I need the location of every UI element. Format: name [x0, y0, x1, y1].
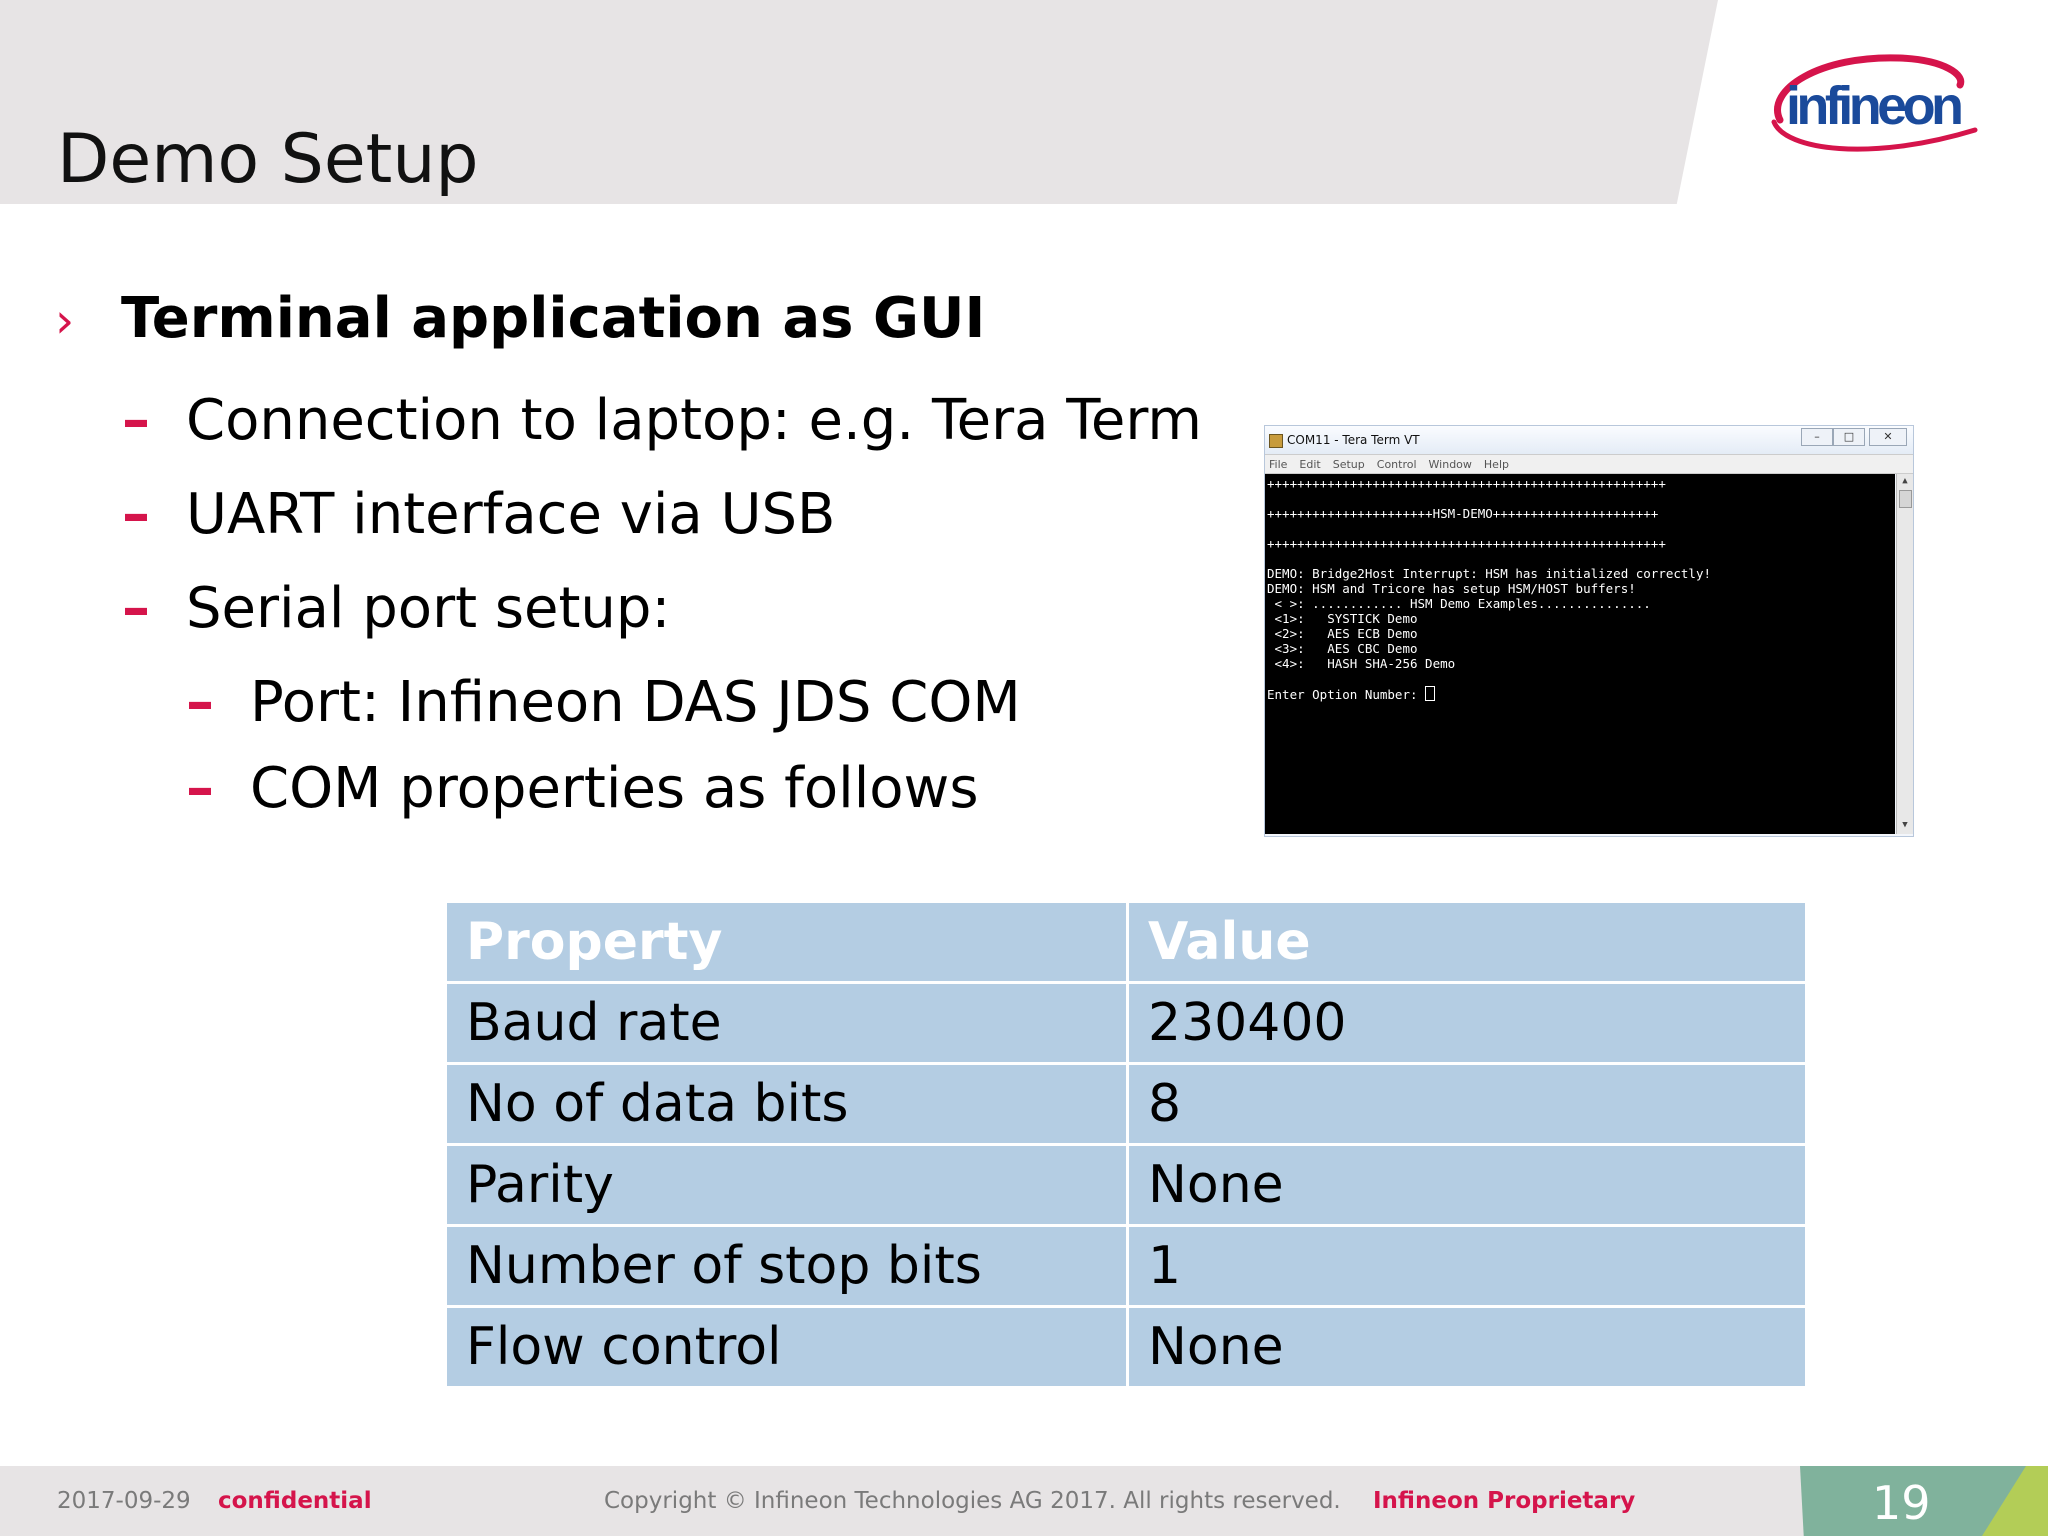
terminal-line: ++++++++++++++++++++++++++++++++++++++++…	[1267, 536, 1666, 551]
footer-band	[0, 1466, 2048, 1536]
page-number: 19	[1872, 1476, 1931, 1530]
table-header-row: Property Value	[447, 903, 1805, 981]
scroll-down-icon[interactable]: ▼	[1902, 820, 1908, 830]
terminal-titlebar: COM11 - Tera Term VT – □ ✕	[1265, 426, 1913, 454]
table-row: Baud rate 230400	[447, 984, 1805, 1062]
table-row: No of data bits 8	[447, 1065, 1805, 1143]
terminal-line: <4>: HASH SHA-256 Demo	[1267, 656, 1456, 671]
minimize-icon[interactable]: –	[1801, 428, 1833, 446]
com-properties-table: Property Value Baud rate 230400 No of da…	[444, 900, 1808, 1389]
terminal-line	[1267, 551, 1895, 566]
terminal-prompt: Enter Option Number:	[1267, 687, 1426, 702]
footer-confidential: confidential	[218, 1488, 372, 1514]
menu-window[interactable]: Window	[1428, 457, 1472, 471]
terminal-title: COM11 - Tera Term VT	[1287, 433, 1420, 447]
terminal-line: < >: ............ HSM Demo Examples.....…	[1267, 596, 1651, 611]
table-row: Flow control None	[447, 1308, 1805, 1386]
cell-value: None	[1129, 1308, 1805, 1386]
terminal-line: DEMO: Bridge2Host Interrupt: HSM has ini…	[1267, 566, 1712, 581]
footer-proprietary: Infineon Proprietary	[1373, 1488, 1636, 1514]
terminal-menubar: File Edit Setup Control Window Help	[1265, 454, 1913, 474]
bullet-item: –Connection to laptop: e.g. Tera Term	[122, 388, 1202, 453]
bullet-subitem: –Port: Infineon DAS JDS COM	[186, 670, 1021, 735]
terminal-line: <2>: AES ECB Demo	[1267, 626, 1418, 641]
cursor-icon	[1425, 686, 1436, 701]
bullet-item: –UART interface via USB	[122, 482, 835, 547]
dash-icon: –	[122, 482, 150, 547]
bullet-subitem: –COM properties as follows	[186, 756, 979, 821]
cell-property: Baud rate	[447, 984, 1126, 1062]
header-property: Property	[447, 903, 1126, 981]
terminal-line: <1>: SYSTICK Demo	[1267, 611, 1418, 626]
cell-value: 1	[1129, 1227, 1805, 1305]
scroll-up-icon[interactable]: ▲	[1902, 476, 1908, 486]
slide-title: Demo Setup	[57, 120, 479, 199]
menu-help[interactable]: Help	[1483, 457, 1509, 471]
terminal-scrollbar[interactable]: ▲ ▼	[1896, 474, 1913, 834]
bullet-subitem-text: COM properties as follows	[250, 756, 979, 821]
dash-icon: –	[186, 670, 214, 735]
bullet-subitem-text: Port: Infineon DAS JDS COM	[250, 670, 1021, 735]
footer-copyright: Copyright © Infineon Technologies AG 201…	[604, 1488, 1341, 1514]
cell-property: Number of stop bits	[447, 1227, 1126, 1305]
cell-value: 8	[1129, 1065, 1805, 1143]
terminal-line: ++++++++++++++++++++++++++++++++++++++++…	[1267, 476, 1666, 491]
cell-property: Parity	[447, 1146, 1126, 1224]
bullet-item-text: Connection to laptop: e.g. Tera Term	[186, 388, 1202, 453]
header-band	[0, 0, 1718, 204]
menu-file[interactable]: File	[1269, 457, 1288, 471]
menu-control[interactable]: Control	[1376, 457, 1417, 471]
terminal-line	[1267, 521, 1895, 536]
bullet-main-text: Terminal application as GUI	[121, 286, 986, 351]
bullet-main: › Terminal application as GUI	[55, 286, 985, 351]
terminal-line: DEMO: HSM and Tricore has setup HSM/HOST…	[1267, 581, 1636, 596]
table-row: Parity None	[447, 1146, 1805, 1224]
teraterm-icon	[1269, 434, 1283, 448]
scroll-thumb[interactable]	[1899, 490, 1912, 508]
bullet-item-text: Serial port setup:	[186, 576, 671, 641]
cell-value: None	[1129, 1146, 1805, 1224]
cell-property: No of data bits	[447, 1065, 1126, 1143]
terminal-screen[interactable]: ++++++++++++++++++++++++++++++++++++++++…	[1265, 474, 1895, 834]
chevron-right-icon: ›	[55, 293, 75, 349]
terminal-line: <3>: AES CBC Demo	[1267, 641, 1418, 656]
table-row: Number of stop bits 1	[447, 1227, 1805, 1305]
terminal-line	[1267, 671, 1895, 686]
bullet-item: –Serial port setup:	[122, 576, 670, 641]
close-icon[interactable]: ✕	[1869, 428, 1907, 446]
dash-icon: –	[122, 388, 150, 453]
terminal-window: COM11 - Tera Term VT – □ ✕ File Edit Set…	[1264, 425, 1914, 837]
svg-text:infineon: infineon	[1786, 76, 1964, 136]
infineon-logo: infineon	[1771, 54, 1978, 152]
cell-property: Flow control	[447, 1308, 1126, 1386]
menu-edit[interactable]: Edit	[1299, 457, 1321, 471]
header-value: Value	[1129, 903, 1805, 981]
menu-setup[interactable]: Setup	[1332, 457, 1365, 471]
footer-date: 2017-09-29	[57, 1488, 191, 1514]
terminal-line	[1267, 491, 1895, 506]
terminal-prompt-line: Enter Option Number:	[1267, 686, 1895, 702]
maximize-icon[interactable]: □	[1833, 428, 1865, 446]
terminal-line: ++++++++++++++++++++++HSM-DEMO++++++++++…	[1267, 506, 1659, 521]
dash-icon: –	[122, 576, 150, 641]
bullet-item-text: UART interface via USB	[186, 482, 836, 547]
dash-icon: –	[186, 756, 214, 821]
cell-value: 230400	[1129, 984, 1805, 1062]
